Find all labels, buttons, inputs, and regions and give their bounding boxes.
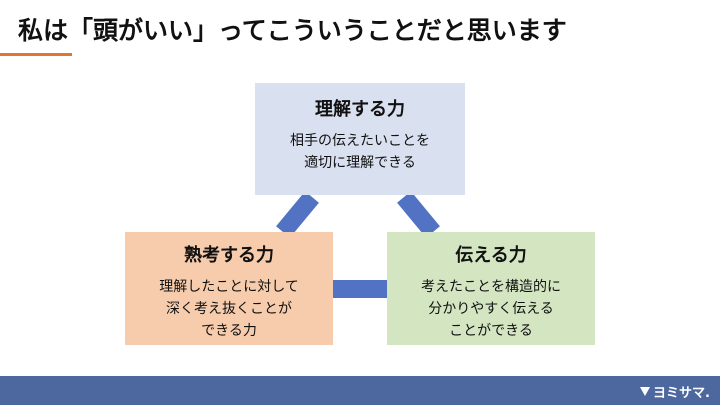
node-think-desc-line-1: 理解したことに対して (159, 279, 299, 295)
node-understand-desc-line-1: 相手の伝えたいことを (290, 133, 430, 149)
title-underline (0, 53, 72, 56)
connector-understand-convey (397, 191, 440, 238)
node-convey-desc-line-2: 分かりやすく伝える (428, 301, 554, 317)
node-understand-desc-line-2: 適切に理解できる (304, 155, 416, 171)
connector-understand-think (276, 191, 319, 238)
node-convey: 伝える力 考えたことを構造的に 分かりやすく伝える ことができる (387, 232, 595, 345)
footer-bar (0, 376, 720, 405)
slide-title: 私は「頭がいい」ってこういうことだと思います (18, 16, 567, 45)
node-think-title: 熟考する力 (184, 245, 274, 266)
node-think: 熟考する力 理解したことに対して 深く考え抜くことが できる力 (125, 232, 333, 345)
node-understand-title: 理解する力 (315, 99, 405, 120)
brand-logo-text: ヨミサマ. (653, 385, 710, 401)
node-convey-title: 伝える力 (455, 245, 527, 266)
node-understand: 理解する力 相手の伝えたいことを 適切に理解できる (255, 83, 465, 195)
node-convey-desc-line-3: ことができる (449, 323, 533, 339)
brand-logo: ヨミサマ. (640, 382, 710, 401)
node-convey-desc-line-1: 考えたことを構造的に (421, 279, 561, 295)
node-think-desc-line-3: できる力 (201, 323, 257, 339)
funnel-icon (640, 386, 651, 396)
node-think-desc-line-2: 深く考え抜くことが (166, 301, 292, 317)
